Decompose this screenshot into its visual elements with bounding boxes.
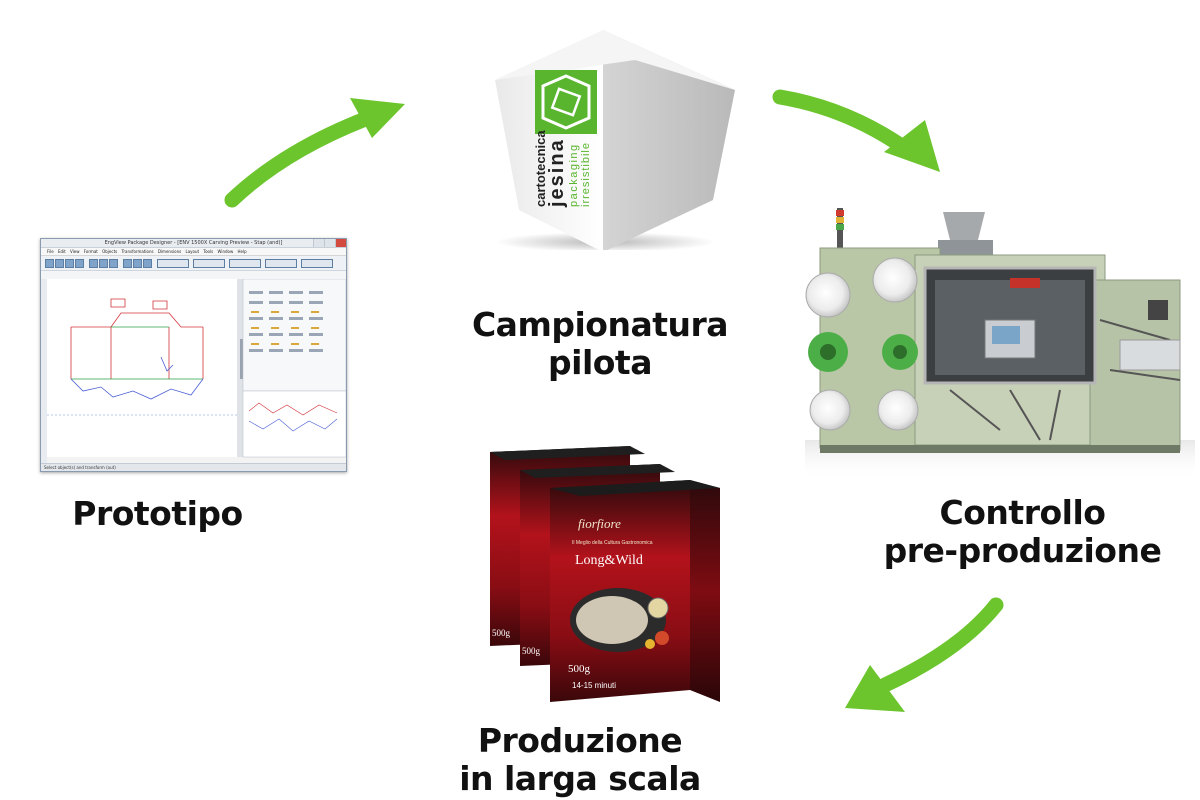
product-boxes: fiorfiore Il Meglio della Cultura Gastro… <box>490 446 720 702</box>
box-brand: fiorfiore <box>578 516 621 531</box>
dieline-canvas <box>41 279 346 464</box>
arrow-controllo-to-produzione <box>877 597 1004 693</box>
arrowhead-2 <box>884 120 940 172</box>
logo-text-line4: irresistibile <box>580 142 592 207</box>
screenshot-titlebar: EngView Package Designer - [ENV 1500X Ca… <box>41 239 346 248</box>
screenshot-menu: File Edit View Format Objects Transforma… <box>41 248 346 256</box>
window-buttons <box>313 239 346 247</box>
label-campionatura: Campionatura pilota <box>471 305 729 382</box>
packaging-machine <box>805 208 1195 480</box>
logo-cube: cartotecnica jesina packaging irresistib… <box>495 30 735 250</box>
logo-text-line3: packaging <box>568 143 580 207</box>
label-controllo: Controllo pre-produzione <box>883 493 1162 570</box>
box-tagline: Il Meglio della Cultura Gastronomica <box>572 540 653 546</box>
arrowhead-3 <box>845 665 905 712</box>
logo-text-line2: jesina <box>546 138 568 208</box>
arrowhead-1 <box>350 98 405 138</box>
screenshot-toolbar <box>41 256 346 271</box>
logo-text-line1: cartotecnica <box>533 130 548 207</box>
box-time: 14-15 minuti <box>572 681 616 690</box>
screenshot-statusbar: Select object(s) and transform (out) <box>41 463 346 471</box>
svg-text:500g: 500g <box>522 646 541 656</box>
arrow-prototipo-to-campionatura <box>224 110 376 208</box>
brand-logo <box>535 70 597 134</box>
box-weight: 500g <box>568 663 591 675</box>
screenshot-title: EngView Package Designer - [ENV 1500X Ca… <box>104 240 283 246</box>
arrow-campionatura-to-controllo <box>772 89 908 153</box>
software-screenshot: EngView Package Designer - [ENV 1500X Ca… <box>40 238 347 472</box>
label-prototipo: Prototipo <box>72 494 243 533</box>
label-produzione: Produzione in larga scala <box>459 721 701 798</box>
svg-text:500g: 500g <box>492 628 511 638</box>
box-product: Long&Wild <box>575 553 643 568</box>
